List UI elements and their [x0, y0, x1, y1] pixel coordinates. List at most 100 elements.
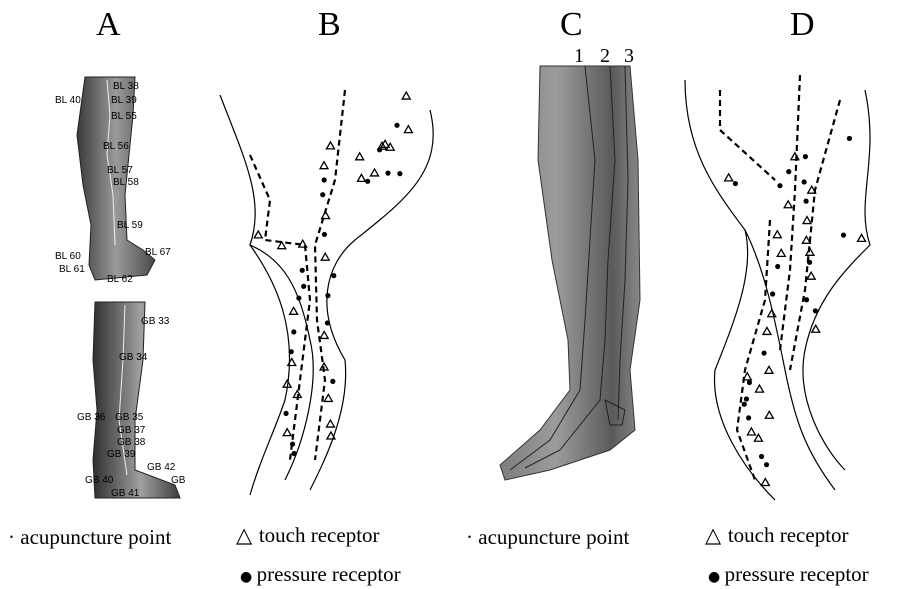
pressure-receptor-mark — [762, 350, 767, 355]
touch-receptor-mark — [777, 249, 785, 256]
point-label: GB 41 — [111, 488, 140, 499]
pressure-receptor-mark — [291, 329, 296, 334]
legend-touch-right: △ touch receptor — [705, 523, 849, 548]
receptor-map-d — [675, 70, 885, 510]
point-label: GB 43 — [171, 475, 185, 486]
pressure-receptor-mark — [283, 411, 288, 416]
legend-pressure-right: ● pressure receptor — [708, 562, 869, 587]
pressure-receptor-mark — [330, 379, 335, 384]
pressure-receptor-mark — [300, 268, 305, 273]
point-label: BL 62 — [107, 274, 133, 285]
point-label: BL 40 — [55, 95, 81, 106]
point-label: BL 38 — [113, 81, 139, 92]
panel-label-b: B — [318, 6, 341, 44]
panel-label-c: C — [560, 6, 583, 44]
touch-receptor-mark — [763, 327, 771, 334]
touch-receptor-mark — [402, 92, 410, 99]
pressure-receptor-mark — [385, 171, 390, 176]
pressure-receptor-mark — [813, 308, 818, 313]
point-label: GB 33 — [141, 316, 170, 327]
pressure-receptor-mark — [770, 291, 775, 296]
touch-receptor-mark — [371, 169, 379, 176]
touch-receptor-mark — [357, 174, 365, 181]
legend-pressure-left: ● pressure receptor — [240, 562, 401, 587]
point-label: BL 59 — [117, 220, 143, 231]
pressure-receptor-mark — [325, 320, 330, 325]
leg-bladder-meridian-figure: BL 38 BL 40 BL 39 BL 55 BL 56 BL 57 BL 5… — [55, 75, 175, 290]
point-label: GB 37 — [117, 425, 146, 436]
pressure-receptor-mark — [747, 380, 752, 385]
point-label: GB 36 — [77, 412, 106, 423]
pressure-receptor-mark — [775, 264, 780, 269]
pressure-receptor-mark — [742, 402, 747, 407]
meridian-number: 2 — [600, 45, 610, 67]
pressure-receptor-mark — [394, 123, 399, 128]
point-label: GB 38 — [117, 437, 146, 448]
touch-receptor-mark — [254, 231, 262, 238]
pressure-receptor-mark — [802, 179, 807, 184]
touch-receptor-mark — [321, 253, 329, 260]
touch-receptor-mark — [320, 331, 328, 338]
point-label: BL 58 — [113, 177, 139, 188]
pressure-receptor-mark — [744, 396, 749, 401]
pressure-receptor-mark — [296, 295, 301, 300]
pressure-receptor-mark — [322, 177, 327, 182]
pressure-receptor-mark — [290, 441, 295, 446]
pressure-receptor-mark — [759, 454, 764, 459]
leg-gallbladder-meridian-figure: GB 33 GB 34 GB 36 GB 35 GB 37 GB 38 GB 3… — [55, 300, 185, 500]
pressure-receptor-mark — [847, 136, 852, 141]
pressure-receptor-mark — [733, 181, 738, 186]
receptor-map-b — [205, 80, 455, 510]
meridian-number: 3 — [624, 45, 634, 67]
leg-meridian-photo-c: 1 2 3 — [490, 40, 670, 490]
touch-receptor-mark — [791, 153, 799, 160]
filled-circle-icon: ● — [240, 569, 257, 585]
point-label: BL 61 — [59, 264, 85, 275]
pressure-receptor-mark — [322, 232, 327, 237]
touch-receptor-mark — [356, 153, 364, 160]
touch-receptor-mark — [784, 201, 792, 208]
pressure-receptor-mark — [320, 192, 325, 197]
point-label: BL 67 — [145, 247, 171, 258]
point-label: BL 39 — [111, 95, 137, 106]
pressure-receptor-mark — [786, 169, 791, 174]
pressure-receptor-mark — [746, 415, 751, 420]
filled-circle-icon: ● — [708, 569, 725, 585]
panel-label-d: D — [790, 6, 815, 44]
touch-receptor-mark — [290, 307, 298, 314]
touch-receptor-mark — [765, 366, 773, 373]
touch-receptor-mark — [743, 373, 751, 380]
pressure-receptor-mark — [841, 233, 846, 238]
touch-receptor-mark — [326, 142, 334, 149]
legend-touch-left: △ touch receptor — [236, 523, 380, 548]
triangle-icon: △ — [705, 523, 728, 547]
touch-receptor-mark — [858, 234, 866, 241]
touch-receptor-mark — [404, 126, 412, 133]
touch-receptor-mark — [773, 231, 781, 238]
pressure-receptor-mark — [804, 297, 809, 302]
touch-receptor-mark — [807, 272, 815, 279]
pressure-receptor-mark — [803, 154, 808, 159]
point-label: BL 57 — [107, 165, 133, 176]
meridian-number: 1 — [574, 45, 584, 67]
point-label: GB 34 — [119, 352, 148, 363]
pressure-receptor-mark — [807, 260, 812, 265]
touch-receptor-mark — [755, 385, 763, 392]
point-label: GB 40 — [85, 475, 114, 486]
pressure-receptor-mark — [397, 171, 402, 176]
pressure-receptor-mark — [289, 349, 294, 354]
touch-receptor-mark — [812, 325, 820, 332]
touch-receptor-mark — [320, 162, 328, 169]
dot-icon: · — [466, 525, 478, 549]
point-label: BL 60 — [55, 251, 81, 262]
point-label: BL 55 — [111, 111, 137, 122]
touch-receptor-mark — [324, 394, 332, 401]
point-label: GB 42 — [147, 462, 176, 473]
panel-label-a: A — [96, 6, 121, 44]
dot-icon: · — [8, 525, 20, 549]
touch-receptor-mark — [765, 411, 773, 418]
pressure-receptor-mark — [325, 293, 330, 298]
touch-receptor-mark — [326, 420, 334, 427]
point-label: BL 56 — [103, 141, 129, 152]
triangle-icon: △ — [236, 523, 259, 547]
